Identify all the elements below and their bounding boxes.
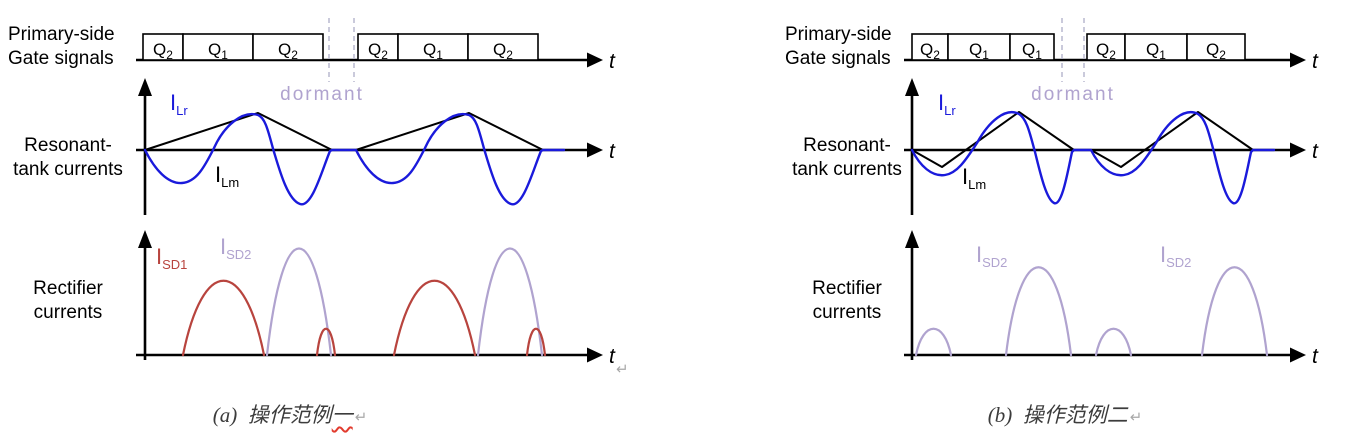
- caption-a-text: (a) 操作范例: [212, 403, 332, 427]
- rectifier-axis-t-label: t: [609, 345, 616, 368]
- line-break-mark-a: ↵: [354, 409, 368, 426]
- gate-box-6: [1186, 33, 1246, 61]
- gate-box-4-label: Q2: [368, 40, 388, 62]
- ilm-curve: [144, 112, 565, 151]
- gate-box-1-label: Q2: [153, 40, 173, 62]
- resonant-label-line2: tank currents: [792, 159, 902, 180]
- ilr-curve: [910, 111, 1276, 205]
- rectifier-label-line1: Rectifier: [33, 278, 103, 299]
- caption-a: (a) 操作范例一↵: [160, 399, 420, 429]
- ilm-label: ILm: [962, 164, 986, 192]
- caption-b-text: (b) 操作范例二: [987, 403, 1128, 427]
- isd1-label: ISD1: [156, 244, 187, 272]
- gate-box-3-label: Q2: [278, 40, 298, 62]
- resonant-axis-arrowhead: [587, 142, 603, 158]
- gate-signals-label-line2: Gate signals: [785, 48, 891, 69]
- resonant-vertical-arrowhead: [905, 78, 919, 96]
- resonant-vertical-arrowhead: [138, 78, 152, 96]
- gate-signals-label-line1: Primary-side: [785, 24, 892, 45]
- isd1-spike-curve: [315, 327, 547, 357]
- ilr-label: ILr: [938, 90, 956, 118]
- gate-box-3: [1009, 33, 1055, 61]
- rectifier-label-line2: currents: [34, 302, 103, 323]
- caption-b: (b) 操作范例二↵: [935, 399, 1195, 429]
- gate-box-6: [467, 33, 539, 61]
- isd2-label-second: ISD2: [1160, 242, 1191, 270]
- rectifier-vertical-arrowhead: [905, 230, 919, 248]
- panel-a-figure: Primary-side Gate signals Q2 Q1 Q2 Q2 Q1…: [8, 18, 616, 368]
- line-break-mark-b: ↵: [1129, 409, 1143, 426]
- gate-box-3-label: Q1: [1022, 40, 1042, 62]
- ilr-curve: [143, 112, 566, 206]
- gate-box-2-label: Q1: [969, 40, 989, 62]
- isd2-curve: [914, 266, 1269, 357]
- rectifier-label-line2: currents: [813, 302, 882, 323]
- gate-box-5-label: Q1: [1146, 40, 1166, 62]
- rectifier-label-line1: Rectifier: [812, 278, 882, 299]
- isd1-curve: [181, 279, 477, 357]
- ilm-label: ILm: [215, 162, 239, 190]
- resonant-axis-t-label: t: [1312, 140, 1319, 163]
- rectifier-axis-arrowhead: [1290, 347, 1306, 363]
- gate-box-4-label: Q2: [1096, 40, 1116, 62]
- panel-b-figure: Primary-side Gate signals Q2 Q1 Q1 Q2 Q1…: [785, 18, 1319, 368]
- caption-a-spellcheck-text: 一: [331, 403, 353, 427]
- resonant-label-line1: Resonant-: [803, 135, 891, 156]
- dormant-label: dormant: [1031, 84, 1115, 105]
- gate-box-4: [357, 33, 399, 61]
- gate-signals-label-line1: Primary-side: [8, 24, 115, 45]
- isd2-label: ISD2: [220, 234, 251, 262]
- gate-box-5: [1124, 33, 1188, 61]
- isd2-curve: [265, 247, 544, 357]
- dormant-label: dormant: [280, 84, 364, 105]
- gate-axis-arrowhead: [1290, 52, 1306, 68]
- gate-axis-t-label: t: [609, 50, 616, 73]
- rectifier-axis-arrowhead: [587, 347, 603, 363]
- ilr-label: ILr: [170, 90, 188, 118]
- gate-box-3: [252, 33, 324, 61]
- gate-box-5-label: Q1: [423, 40, 443, 62]
- line-break-mark-figure: ↵: [616, 361, 629, 378]
- gate-box-6-label: Q2: [493, 40, 513, 62]
- gate-box-1-label: Q2: [920, 40, 940, 62]
- resonant-label-line2: tank currents: [13, 159, 123, 180]
- gate-box-6-label: Q2: [1206, 40, 1226, 62]
- gate-box-4: [1086, 33, 1126, 61]
- gate-box-1: [142, 33, 184, 61]
- rectifier-vertical-arrowhead: [138, 230, 152, 248]
- rectifier-axis-t-label: t: [1312, 345, 1319, 368]
- resonant-label-line1: Resonant-: [24, 135, 112, 156]
- resonant-axis-t-label: t: [609, 140, 616, 163]
- gate-axis-t-label: t: [1312, 50, 1319, 73]
- gate-signals-label-line2: Gate signals: [8, 48, 114, 69]
- gate-box-2-label: Q1: [208, 40, 228, 62]
- resonant-axis-arrowhead: [1290, 142, 1306, 158]
- isd2-label-first: ISD2: [976, 242, 1007, 270]
- gate-axis-arrowhead: [587, 52, 603, 68]
